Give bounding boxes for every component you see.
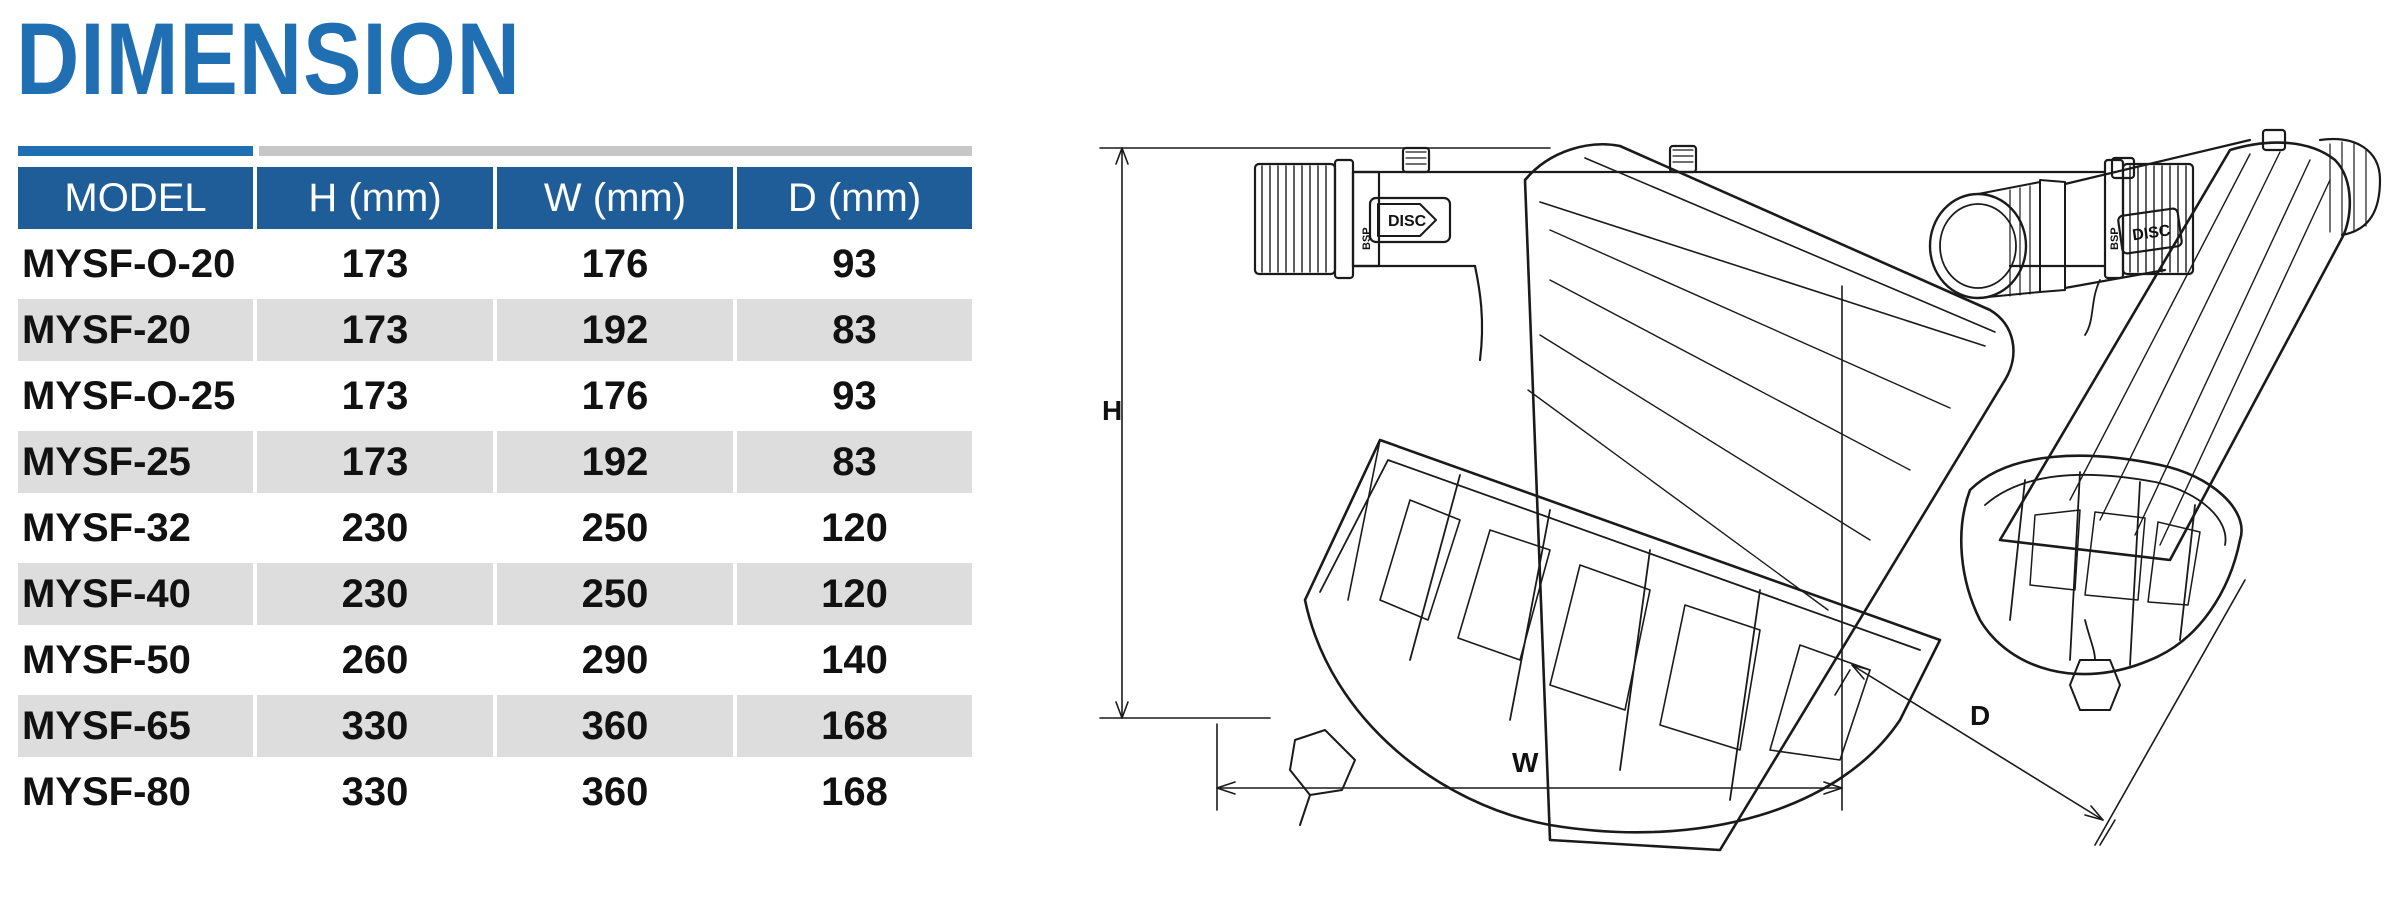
h-cell: 230 [341,505,409,550]
disc-badge-front: DISC [1388,213,1427,230]
model-cell: MYSF-80 [22,769,191,814]
table-row: MYSF-32 230 250 120 [18,497,972,559]
table-row: MYSF-80 330 360 168 [18,761,972,823]
label-w: W [1512,747,1539,778]
dimension-lines [1099,147,2246,846]
header-model: MODEL [18,167,253,229]
label-d: D [1970,700,1990,731]
d-cell: 168 [737,695,972,757]
page-title: DIMENSION [16,2,521,116]
w-cell: 176 [581,373,649,418]
d-cell: 93 [832,241,877,286]
h-cell: 173 [257,431,493,493]
w-cell: 360 [581,769,649,814]
filter-iso-view: DISC [1928,128,2382,711]
d-cell: 168 [821,769,888,814]
model-cell: MYSF-20 [18,299,253,361]
w-cell: 192 [497,299,733,361]
w-cell: 176 [581,241,649,286]
d-cell: 83 [737,431,972,493]
h-cell: 230 [257,563,493,625]
model-cell: MYSF-65 [18,695,253,757]
filter-front-view: BSP DISC BSP [1253,143,2195,852]
h-cell: 173 [341,373,409,418]
h-cell: 260 [341,637,409,682]
model-cell: MYSF-O-20 [22,241,236,286]
model-cell: MYSF-25 [18,431,253,493]
table-header-row: MODEL H (mm) W (mm) D (mm) [18,167,972,229]
w-cell: 250 [497,563,733,625]
header-w: W (mm) [497,167,733,229]
w-cell: 290 [581,637,649,682]
model-cell: MYSF-40 [18,563,253,625]
filter-drawing: BSP DISC BSP [1099,128,2382,852]
w-cell: 192 [497,431,733,493]
table-row: MYSF-O-25 173 176 93 [18,365,972,427]
model-cell: MYSF-O-25 [22,373,236,418]
h-cell: 330 [341,769,409,814]
table-row: MYSF-50 260 290 140 [18,629,972,691]
w-cell: 250 [581,505,649,550]
disc-badge-iso: DISC [2131,222,2172,244]
d-cell: 120 [737,563,972,625]
title-rule [259,146,972,156]
table-row: MYSF-O-20 173 176 93 [18,233,972,295]
h-cell: 173 [341,241,409,286]
model-cell: MYSF-50 [22,637,191,682]
h-cell: 173 [257,299,493,361]
model-cell: MYSF-32 [22,505,191,550]
h-cell: 330 [257,695,493,757]
d-cell: 120 [821,505,888,550]
title-rule-accent [18,146,253,156]
w-cell: 360 [497,695,733,757]
d-cell: 83 [737,299,972,361]
label-h: H [1102,395,1122,426]
header-d: D (mm) [737,167,972,229]
header-h: H (mm) [257,167,493,229]
d-cell: 140 [821,637,888,682]
d-cell: 93 [832,373,877,418]
port-label-right: BSP [2109,227,2121,250]
